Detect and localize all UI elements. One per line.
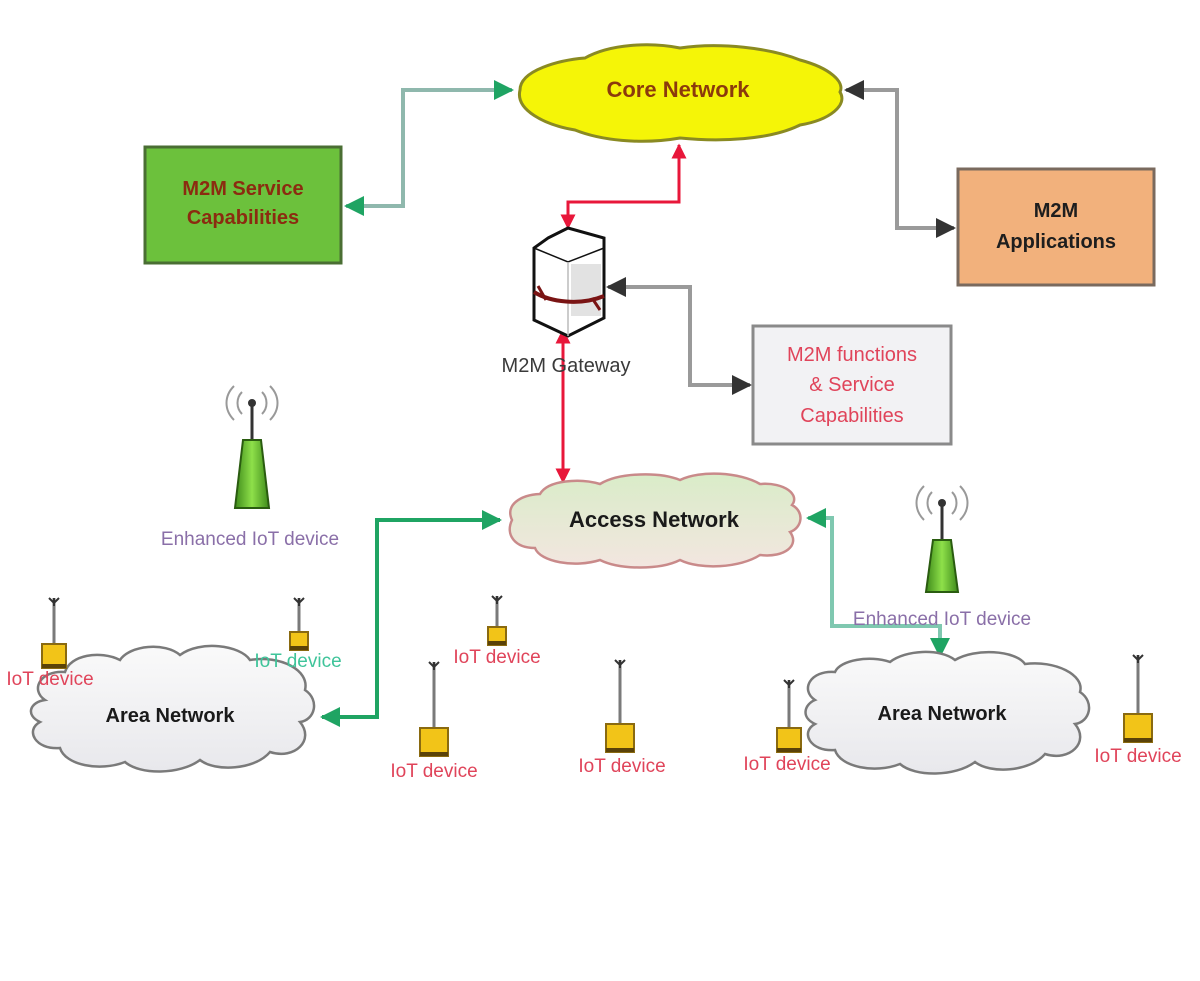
m2m-service-capabilities-label-line-1: M2M Service — [182, 178, 303, 200]
iot-device-label: IoT device — [1094, 746, 1181, 767]
iot-device[interactable]: IoT device — [390, 661, 478, 782]
core-network-cloud — [518, 43, 844, 143]
access-network-node[interactable]: Access Network — [508, 472, 802, 569]
iot-device-icon — [289, 597, 309, 651]
iot-device-icon — [41, 597, 67, 669]
enhanced-iot-device-antenna-icon — [225, 385, 279, 509]
iot-device[interactable]: IoT device — [1094, 654, 1182, 767]
core-network-label: Core Network — [606, 77, 750, 102]
area-network-left-label: Area Network — [106, 705, 236, 727]
m2m-gateway-label: M2M Gateway — [502, 355, 631, 377]
iot-device-label: IoT device — [6, 669, 93, 690]
iot-device[interactable]: IoT device — [578, 659, 666, 777]
m2m-gateway-node[interactable]: M2M Gateway — [502, 226, 631, 377]
iot-device-label: IoT device — [453, 647, 540, 668]
connector-area-left-access — [320, 510, 502, 727]
area-network-right-label: Area Network — [878, 703, 1008, 725]
connector-service-capabilities-core — [344, 80, 514, 216]
iot-device-label: IoT device — [743, 754, 830, 775]
enhanced-iot-device-right[interactable]: Enhanced IoT device — [853, 485, 1031, 630]
m2m-applications-label-line-2: Applications — [996, 231, 1116, 253]
m2m-service-capabilities-node[interactable]: M2M Service Capabilities — [143, 145, 343, 265]
core-network-node[interactable]: Core Network — [518, 43, 844, 143]
m2m-applications-label-line-1: M2M — [1034, 200, 1078, 222]
m2m-functions-label-line-2: & Service — [809, 374, 895, 396]
enhanced-iot-device-antenna-icon — [915, 485, 969, 593]
iot-device-icon — [776, 679, 802, 753]
m2m-applications-node[interactable]: M2M Applications — [956, 167, 1156, 287]
access-network-label: Access Network — [569, 507, 740, 532]
m2m-applications-box — [956, 167, 1156, 287]
m2m-functions-label-line-3: Capabilities — [800, 405, 903, 427]
m2m-functions-node[interactable]: M2M functions & Service Capabilities — [751, 324, 953, 446]
enhanced-iot-device-right-label: Enhanced IoT device — [853, 609, 1031, 630]
iot-device-label: IoT device — [390, 761, 477, 782]
m2m-functions-box — [751, 324, 953, 446]
enhanced-iot-device-left-label: Enhanced IoT device — [161, 529, 339, 550]
area-network-right-cloud — [804, 650, 1091, 775]
iot-device[interactable]: IoT device — [453, 595, 541, 668]
iot-device[interactable]: IoT device — [743, 679, 831, 775]
iot-device-icon — [605, 659, 635, 753]
area-network-left-node[interactable]: Area Network — [29, 644, 316, 773]
connector-gateway-functions — [606, 277, 752, 395]
area-network-right-node[interactable]: Area Network — [804, 650, 1091, 775]
gateway-device-icon — [532, 226, 606, 338]
enhanced-iot-device-left[interactable]: Enhanced IoT device — [161, 385, 339, 550]
connector-core-applications — [844, 80, 956, 238]
m2m-service-capabilities-label-line-2: Capabilities — [187, 207, 299, 229]
connector-gateway-core — [560, 143, 687, 230]
iot-device-label: IoT device — [254, 651, 341, 672]
access-network-cloud — [508, 472, 802, 569]
iot-device-icon — [1123, 654, 1153, 743]
iot-device[interactable]: IoT device — [6, 597, 94, 690]
area-network-left-cloud — [29, 644, 316, 773]
iot-device-icon — [419, 661, 449, 757]
iot-device-label: IoT device — [578, 756, 665, 777]
m2m-service-capabilities-box — [143, 145, 343, 265]
iot-device[interactable]: IoT device — [254, 597, 342, 672]
m2m-functions-label-line-1: M2M functions — [787, 344, 917, 366]
connector-area-right-access — [806, 508, 950, 658]
iot-device-icon — [487, 595, 507, 646]
